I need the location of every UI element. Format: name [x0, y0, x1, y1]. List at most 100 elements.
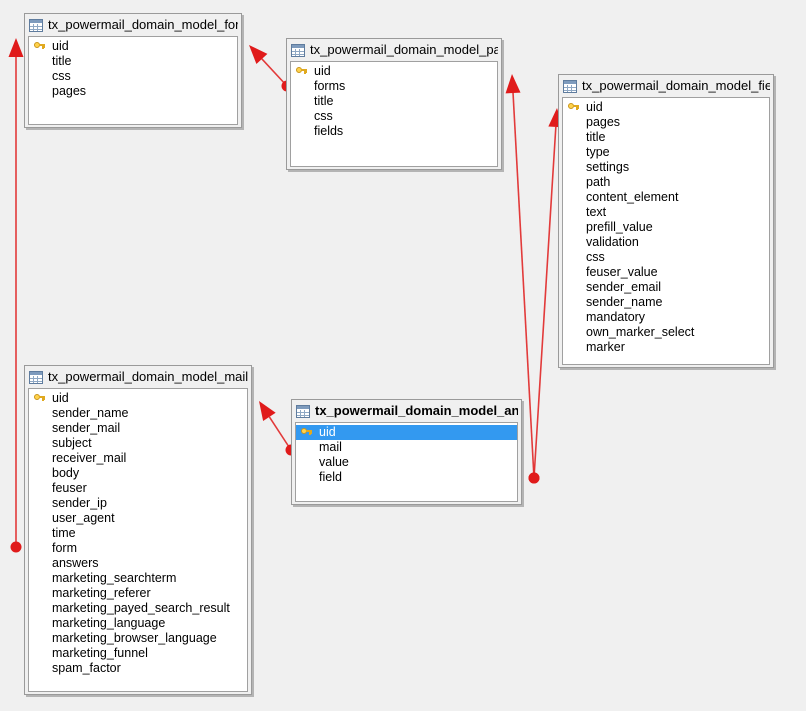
attribute-row[interactable]: css: [563, 250, 769, 265]
attribute-row[interactable]: feuser: [29, 481, 247, 496]
attribute-row[interactable]: content_element: [563, 190, 769, 205]
attribute-indent-spacer: [567, 116, 580, 129]
attribute-row[interactable]: sender_ip: [29, 496, 247, 511]
attribute-row[interactable]: marketing_language: [29, 616, 247, 631]
entity-table-pages[interactable]: tx_powermail_domain_model_pagesuidformst…: [286, 38, 502, 170]
relation-arrowhead: [505, 74, 521, 94]
attribute-indent-spacer: [567, 191, 580, 204]
attribute-label: uid: [52, 39, 69, 53]
attribute-row[interactable]: body: [29, 466, 247, 481]
attribute-indent-spacer: [33, 527, 46, 540]
attribute-indent-spacer: [567, 146, 580, 159]
relation-mails-to-forms[interactable]: [8, 38, 24, 553]
attribute-row[interactable]: marketing_searchterm: [29, 571, 247, 586]
attribute-row[interactable]: type: [563, 145, 769, 160]
attribute-label: sender_name: [52, 406, 129, 420]
attribute-indent-spacer: [295, 110, 308, 123]
attribute-indent-spacer: [33, 572, 46, 585]
attribute-row[interactable]: uid: [29, 391, 247, 406]
attribute-row[interactable]: prefill_value: [563, 220, 769, 235]
attribute-row[interactable]: settings: [563, 160, 769, 175]
attribute-label: marketing_browser_language: [52, 631, 217, 645]
attribute-row[interactable]: time: [29, 526, 247, 541]
entity-header-fields[interactable]: tx_powermail_domain_model_fields: [559, 75, 773, 97]
attribute-row[interactable]: receiver_mail: [29, 451, 247, 466]
entity-header-forms[interactable]: tx_powermail_domain_model_forms: [25, 14, 241, 36]
attribute-row[interactable]: own_marker_select: [563, 325, 769, 340]
attribute-row[interactable]: text: [563, 205, 769, 220]
attribute-row[interactable]: validation: [563, 235, 769, 250]
attribute-indent-spacer: [567, 206, 580, 219]
attribute-row[interactable]: value: [296, 455, 517, 470]
attribute-label: own_marker_select: [586, 325, 695, 339]
attribute-row[interactable]: uid: [291, 64, 497, 79]
attribute-row[interactable]: answers: [29, 556, 247, 571]
attribute-row[interactable]: marketing_funnel: [29, 646, 247, 661]
attribute-label: field: [319, 470, 342, 484]
attribute-row[interactable]: css: [291, 109, 497, 124]
attribute-label: feuser: [52, 481, 87, 495]
attribute-row[interactable]: uid: [29, 39, 237, 54]
attribute-row[interactable]: marketing_referer: [29, 586, 247, 601]
attribute-label: pages: [586, 115, 621, 129]
attribute-row[interactable]: form: [29, 541, 247, 556]
attribute-row[interactable]: mail: [296, 440, 517, 455]
attribute-row[interactable]: marketing_payed_search_result: [29, 601, 247, 616]
attribute-row[interactable]: marker: [563, 340, 769, 355]
attribute-row[interactable]: uid: [563, 100, 769, 115]
attribute-row[interactable]: marketing_browser_language: [29, 631, 247, 646]
attribute-row[interactable]: pages: [29, 84, 237, 99]
attribute-indent-spacer: [33, 497, 46, 510]
attribute-row[interactable]: sender_mail: [29, 421, 247, 436]
attribute-indent-spacer: [33, 542, 46, 555]
attribute-label: feuser_value: [586, 265, 658, 279]
attribute-row[interactable]: field: [296, 470, 517, 485]
attribute-row[interactable]: uid: [296, 425, 517, 440]
attribute-label: uid: [52, 391, 69, 405]
attribute-indent-spacer: [33, 632, 46, 645]
attribute-row[interactable]: sender_email: [563, 280, 769, 295]
relation-arrowhead: [249, 45, 268, 65]
attribute-row[interactable]: feuser_value: [563, 265, 769, 280]
attribute-indent-spacer: [295, 125, 308, 138]
attribute-label: subject: [52, 436, 92, 450]
attribute-row[interactable]: mandatory: [563, 310, 769, 325]
relation-arrowhead: [259, 401, 276, 422]
attribute-label: fields: [314, 124, 344, 138]
attribute-row[interactable]: title: [563, 130, 769, 145]
attribute-indent-spacer: [33, 617, 46, 630]
attribute-row[interactable]: title: [291, 94, 497, 109]
attribute-row[interactable]: css: [29, 69, 237, 84]
attribute-row[interactable]: spam_factor: [29, 661, 247, 676]
attribute-label: content_element: [586, 190, 679, 204]
entity-header-answer[interactable]: tx_powermail_domain_model_answer: [292, 400, 521, 422]
attribute-indent-spacer: [567, 326, 580, 339]
attribute-row[interactable]: forms: [291, 79, 497, 94]
attribute-label: forms: [314, 79, 346, 93]
attribute-row[interactable]: subject: [29, 436, 247, 451]
attribute-row[interactable]: title: [29, 54, 237, 69]
attribute-row[interactable]: fields: [291, 124, 497, 139]
attribute-row[interactable]: user_agent: [29, 511, 247, 526]
attribute-label: mail: [319, 440, 342, 454]
entity-header-pages[interactable]: tx_powermail_domain_model_pages: [287, 39, 501, 61]
attribute-label: spam_factor: [52, 661, 121, 675]
entity-table-answer[interactable]: tx_powermail_domain_model_answeruidmailv…: [291, 399, 522, 505]
attribute-indent-spacer: [300, 441, 313, 454]
attribute-row[interactable]: path: [563, 175, 769, 190]
attribute-row[interactable]: pages: [563, 115, 769, 130]
attribute-label: sender_email: [586, 280, 662, 294]
attribute-row[interactable]: sender_name: [563, 295, 769, 310]
attribute-indent-spacer: [33, 437, 46, 450]
attribute-label: marketing_funnel: [52, 646, 148, 660]
attribute-row[interactable]: sender_name: [29, 406, 247, 421]
key-icon: [33, 40, 46, 53]
entity-header-mails[interactable]: tx_powermail_domain_model_mails: [25, 366, 251, 388]
